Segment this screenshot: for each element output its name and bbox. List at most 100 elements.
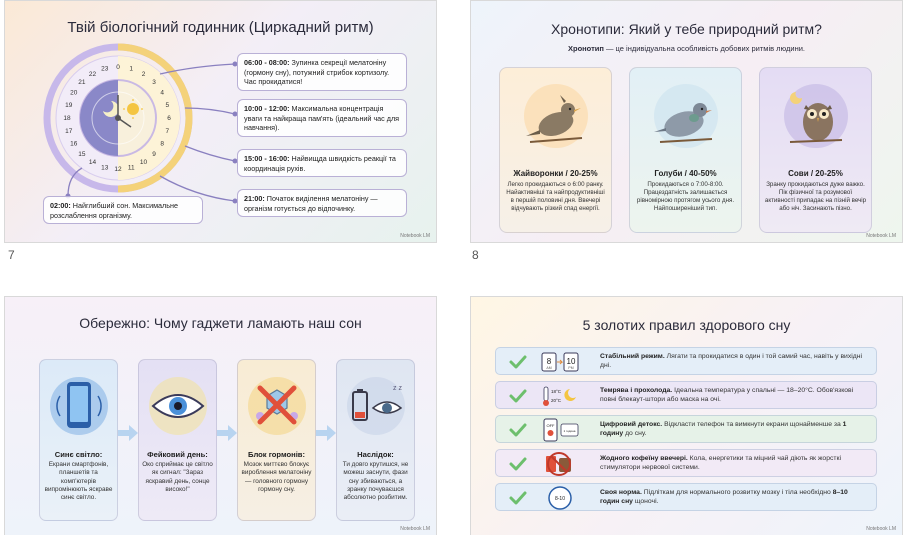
slide-title: Твій біологічний годинник (Циркадний рит…	[67, 19, 374, 36]
rule-no-caffeine: Жодного кофеїну ввечері. Кола, енергетик…	[495, 449, 877, 477]
slide-9-thumbnail[interactable]: Обережно: Чому гаджети ламають наш сон С…	[4, 296, 437, 535]
card-title: Жайворонки / 20-25%	[513, 169, 598, 178]
clock-hour-label: 17	[65, 128, 73, 135]
gadget-card-fake-day: Фейковий день: Око сприймає це світло як…	[138, 359, 217, 521]
clock-hour-label: 1	[129, 66, 133, 73]
gadget-card-consequence: z z Наслідок: Ти довго крутишся, не може…	[336, 359, 415, 521]
clock-hour-label: 4	[160, 90, 164, 97]
card-title: Блок гормонів:	[247, 450, 306, 459]
rule-digital-detox: OFF 1 година Цифровий детокс. Відкласти …	[495, 415, 877, 443]
clock-hour-label: 23	[101, 66, 109, 73]
slide-subtitle: Хронотип — це індивідуальна особливість …	[567, 44, 805, 53]
card-text: Екрани смартфонів, планшетів та комп'юте…	[44, 461, 113, 502]
clock-hour-label: 20	[70, 90, 78, 97]
smartphone-icon	[50, 377, 108, 435]
clock-hour-label: 0	[116, 64, 120, 71]
card-text: Ти довго крутишся, не можеш заснути, фаз…	[342, 461, 409, 502]
clock-icon: 8-10	[548, 486, 572, 510]
checkmark-icon	[509, 355, 527, 369]
svg-text:18°C: 18°C	[551, 389, 562, 394]
card-title: Фейковий день:	[147, 450, 208, 459]
clock-hour-label: 22	[89, 71, 97, 78]
slide-title: 5 золотих правил здорового сну	[582, 317, 791, 333]
svg-text:PM: PM	[568, 366, 573, 370]
card-title: Синє світло:	[54, 450, 103, 459]
arrow-right-icon	[316, 425, 336, 441]
svg-text:OFF: OFF	[547, 423, 556, 428]
clock-hour-label: 15	[78, 151, 86, 158]
schedule-icon: 8 10 AM PM	[541, 352, 579, 372]
clock-hour-label: 12	[114, 166, 122, 173]
callout-melatonin: 21:00: Початок виділення мелатоніну — ор…	[237, 189, 407, 217]
rule-stable-schedule: 8 10 AM PM Стабільний режим. Лягати та п…	[495, 347, 877, 375]
tired-eye-battery-icon: z z	[347, 377, 405, 435]
clock-hour-label: 6	[167, 115, 171, 122]
checkmark-icon	[509, 389, 527, 403]
chronotype-card-pigeon: Голуби / 40-50% Прокидаються о 7:00-8:00…	[629, 67, 742, 233]
callout-connectors	[159, 61, 238, 204]
callout-morning: 06:00 - 08:00: Зупинка секреції мелатоні…	[237, 53, 407, 91]
phone-off-icon: OFF 1 година	[543, 418, 579, 442]
sun-icon	[127, 103, 139, 115]
card-text: Легко прокидаються о 6:00 ранку. Найакти…	[506, 181, 605, 213]
clock-hour-label: 7	[165, 128, 169, 135]
arrow-right-icon	[118, 425, 138, 441]
card-text: Прокидаються о 7:00-8:00. Працездатність…	[636, 181, 735, 213]
checkmark-icon	[509, 423, 527, 437]
clock-hour-label: 5	[165, 102, 169, 109]
clock-hour-label: 16	[70, 141, 78, 148]
blocked-molecule-icon	[248, 377, 306, 435]
card-title: Наслідок:	[357, 450, 394, 459]
card-text: Зранку прокидаються дуже важко. Пік фізи…	[764, 181, 867, 213]
svg-text:1 година: 1 година	[564, 429, 576, 433]
rule-text: Своя норма. Підліткам для нормального ро…	[600, 489, 848, 506]
credit-label: Notebook LM	[400, 526, 430, 532]
svg-text:8-10: 8-10	[555, 496, 565, 502]
no-caffeine-icon	[546, 452, 571, 476]
credit-label: Notebook LM	[866, 526, 896, 532]
slide-title: Хронотипи: Який у тебе природний ритм?	[551, 21, 822, 37]
gadget-card-blue-light: Синє світло: Екрани смартфонів, планшеті…	[39, 359, 118, 521]
arrow-right-icon	[217, 425, 237, 441]
clock-hour-label: 10	[140, 159, 148, 166]
clock-hour-label: 11	[128, 164, 135, 171]
callout-focus: 10:00 - 12:00: Максимальна концентрація …	[237, 99, 407, 137]
slide-title: Обережно: Чому гаджети ламають наш сон	[79, 315, 362, 331]
svg-text:20°C: 20°C	[551, 398, 562, 403]
rule-text: Жодного кофеїну ввечері. Кола, енергетик…	[600, 455, 841, 472]
thermometer-moon-icon: 18°C 20°C	[543, 386, 576, 406]
credit-label: Notebook LM	[400, 233, 430, 239]
card-title: Голуби / 40-50%	[654, 169, 717, 178]
gadget-card-hormone-block: Блок гормонів: Мозок миттєво блокує виро…	[237, 359, 316, 521]
pigeon-bird-icon	[654, 84, 718, 148]
slide-7-thumbnail[interactable]: Твій біологічний годинник (Циркадний рит…	[4, 0, 437, 243]
rule-text: Цифровий детокс. Відкласти телефон та ви…	[600, 421, 847, 438]
rule-own-norm: 8-10 Своя норма. Підліткам для нормально…	[495, 483, 877, 511]
checkmark-icon	[509, 457, 527, 471]
slide-number: 8	[472, 248, 479, 262]
chronotype-card-owl: Сови / 20-25% Зранку прокидаються дуже в…	[759, 67, 872, 233]
clock-hour-label: 21	[78, 79, 86, 86]
moon-icon	[103, 101, 119, 117]
clock-hour-label: 9	[152, 151, 156, 158]
clock-hour-label: 19	[65, 102, 73, 109]
callout-deep-sleep: 02:00: Найглибший сон. Максимальне розсл…	[43, 196, 203, 224]
checkmark-icon	[509, 491, 527, 505]
owl-bird-icon	[784, 84, 848, 148]
clock-hour-label: 13	[101, 164, 109, 171]
svg-text:AM: AM	[546, 366, 551, 370]
callout-reaction: 15:00 - 16:00: Найвищда швидкість реакці…	[237, 149, 407, 177]
rule-dark-cool: 18°C 20°C Темрява і прохолода. Ідеальна …	[495, 381, 877, 409]
clock-hour-label: 3	[152, 79, 156, 86]
slide-10-thumbnail[interactable]: 5 золотих правил здорового сну 8 10 AM P…	[470, 296, 903, 535]
rule-text: Темрява і прохолода. Ідеальна температур…	[600, 387, 854, 404]
slide-8-thumbnail[interactable]: Хронотипи: Який у тебе природний ритм? Х…	[470, 0, 903, 243]
card-title: Сови / 20-25%	[788, 169, 843, 178]
lark-bird-icon	[524, 84, 588, 148]
svg-text:10: 10	[567, 357, 576, 366]
svg-text:8: 8	[547, 357, 552, 366]
clock-hour-label: 8	[160, 141, 164, 148]
slide-number: 7	[8, 248, 15, 262]
clock-hour-label: 2	[142, 71, 146, 78]
